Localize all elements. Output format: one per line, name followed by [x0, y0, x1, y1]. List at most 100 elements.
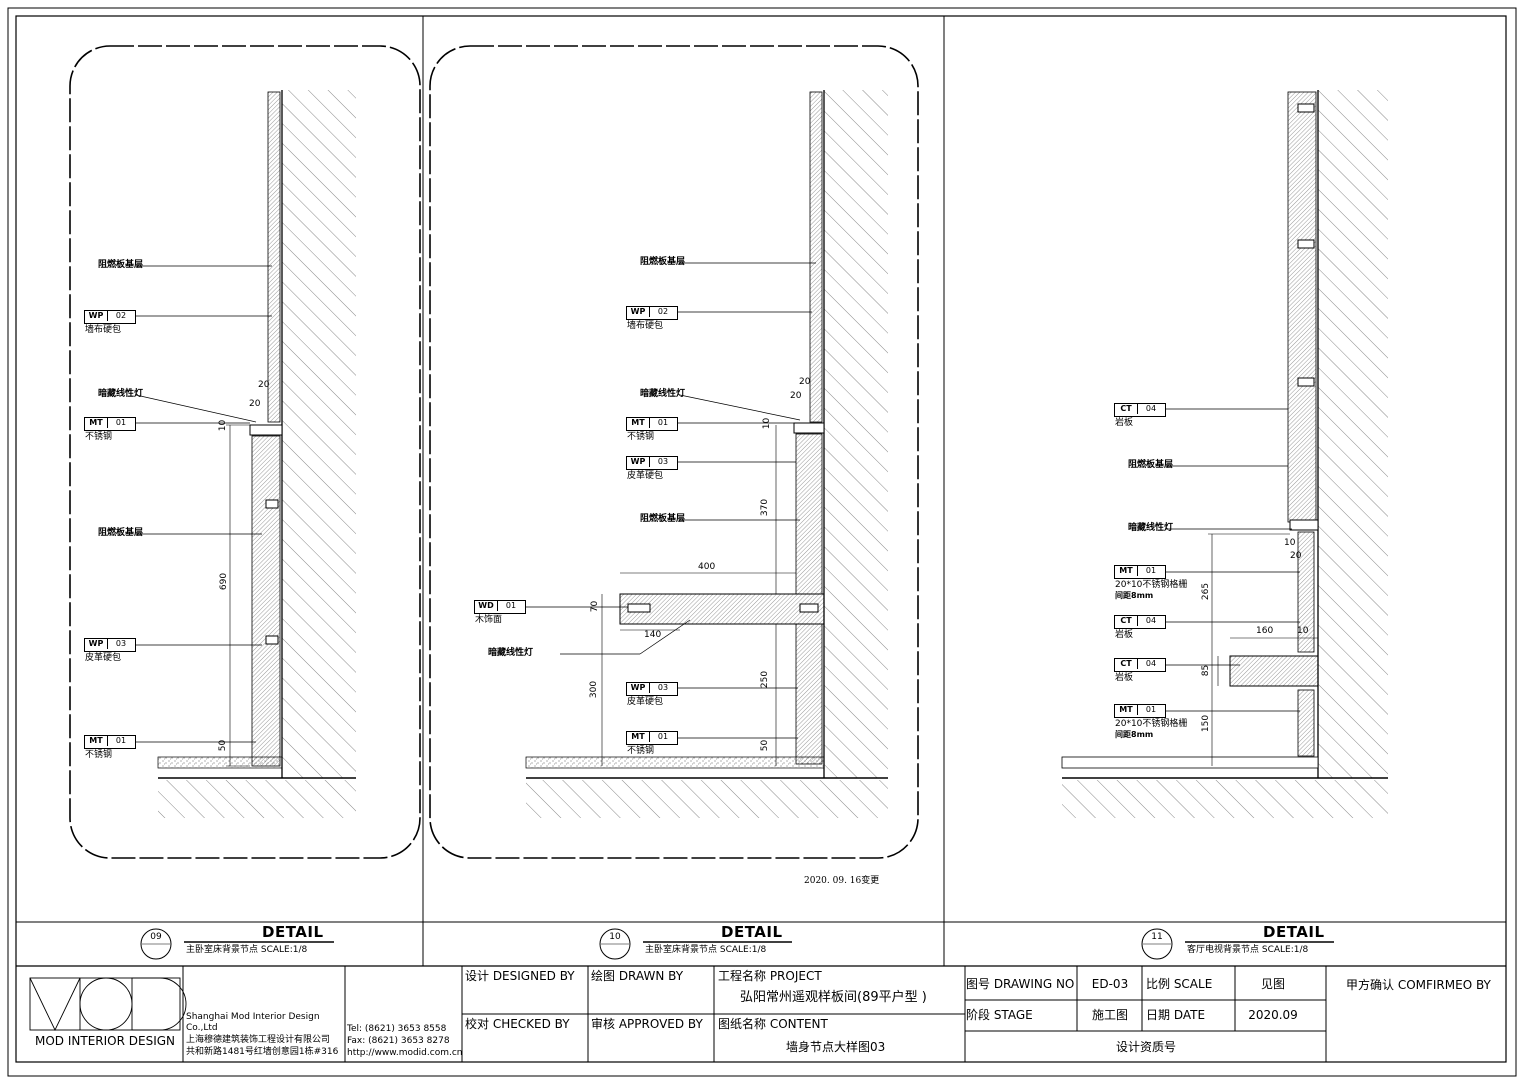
content-name: 墙身节点大样图03 [786, 1040, 886, 1054]
stage-label: 阶段 STAGE [966, 1008, 1033, 1022]
d09-desc-6: 不锈钢 [85, 750, 113, 760]
tag-code: MT [1115, 566, 1138, 576]
detail-11-drawing [1061, 90, 1388, 818]
tag-num: 02 [657, 307, 669, 316]
stage-value: 施工图 [1091, 1008, 1128, 1022]
d10-dim-9: 50 [760, 739, 771, 752]
d09-dim-2: 10 [218, 419, 229, 432]
tag-code: CT [1115, 659, 1138, 669]
d09-dim-0: 20 [258, 380, 270, 390]
d10-tag-9: MT 01 [626, 731, 678, 745]
tag-num: 01 [657, 732, 669, 741]
d09-label-2: 暗藏线性灯 [98, 389, 144, 399]
d10-dim-1: 20 [790, 391, 802, 401]
tag-code: WP [85, 639, 108, 649]
company-fax: Fax: (8621) 3653 8278 [347, 1036, 450, 1046]
d10-dim-4: 400 [698, 562, 716, 572]
tag-code: MT [85, 418, 108, 428]
d10-tag-8: WP 03 [626, 682, 678, 696]
tag-num: 02 [115, 311, 127, 320]
detail-10-drawing [525, 90, 888, 818]
d10-desc-9: 不锈钢 [627, 746, 655, 756]
client-confirm-label: 甲方确认 COMFIRMEO BY [1346, 978, 1491, 992]
d09-dim-3: 690 [219, 572, 230, 591]
company-tel: Tel: (8621) 3653 8558 [347, 1024, 447, 1034]
title-text: 主卧室床背景节点 [645, 945, 718, 955]
designed-by-label: 设计 DESIGNED BY [465, 969, 575, 983]
tag-code: MT [627, 732, 650, 742]
d09-tag-5: WP 03 [84, 638, 136, 652]
d11-label-1: 阻燃板基层 [1128, 460, 1174, 470]
d10-label-2: 暗藏线性灯 [640, 389, 686, 399]
d11-dim-0: 10 [1284, 538, 1296, 548]
d09-label-0: 阻燃板基层 [98, 260, 144, 270]
company-cn: 上海穆德建筑装饰工程设计有限公司 [186, 1035, 331, 1045]
tag-code: CT [1115, 616, 1138, 626]
scale-text: SCALE:1/8 [719, 945, 767, 955]
d09-dim-1: 20 [249, 399, 261, 409]
title-text: 主卧室床背景节点 [186, 945, 259, 955]
d11-dim-5: 85 [1201, 664, 1212, 677]
tag-code: MT [627, 418, 650, 428]
d10-dim-0: 20 [799, 377, 811, 387]
d10-dim-6: 140 [644, 630, 662, 640]
tag-code: WP [627, 683, 650, 693]
mod-logo [29, 977, 187, 1032]
d10-dim-8: 250 [760, 670, 771, 689]
detail-09-drawing [135, 90, 356, 818]
tag-num: 04 [1145, 659, 1157, 668]
d09-desc-1: 墙布硬包 [85, 325, 122, 335]
company-en-2: Co.,Ltd [186, 1023, 218, 1033]
detail-10-heading: DETAIL [721, 923, 783, 941]
d11-dim-3: 160 [1256, 626, 1274, 636]
d11-desc-6: 20*10不锈钢格栅 [1115, 719, 1188, 729]
d11-label-2: 暗藏线性灯 [1128, 523, 1174, 533]
d09-desc-3: 不锈钢 [85, 432, 113, 442]
d10-dim-3: 370 [760, 498, 771, 517]
detail-11-heading: DETAIL [1263, 923, 1325, 941]
tag-num: 04 [1145, 616, 1157, 625]
d10-dim-2: 10 [762, 417, 773, 430]
tag-num: 04 [1145, 404, 1157, 413]
d11-tag-3: MT 01 [1114, 565, 1166, 579]
d09-dim-4: 50 [218, 739, 229, 752]
company-web: http://www.modid.com.cn [347, 1048, 463, 1058]
d11-desc-5: 岩板 [1115, 673, 1134, 683]
d11-dim-4: 10 [1297, 626, 1309, 636]
drawing-no-label: 图号 DRAWING NO [966, 977, 1075, 991]
detail-10-number: 10 [609, 932, 621, 942]
tag-num: 01 [115, 736, 127, 745]
title-text: 客厅电视背景节点 [1187, 945, 1260, 955]
tag-num: 03 [115, 639, 127, 648]
d09-label-4: 阻燃板基层 [98, 528, 144, 538]
tag-num: 03 [657, 457, 669, 466]
d11-dim-6: 150 [1201, 714, 1212, 733]
d10-desc-1: 墙布硬包 [627, 321, 664, 331]
d11-tag-5: CT 04 [1114, 658, 1166, 672]
drawn-by-label: 绘图 DRAWN BY [591, 969, 684, 983]
project-name: 弘阳常州遥观样板间(89平户型 ) [740, 990, 927, 1005]
tag-num: 03 [657, 683, 669, 692]
checked-by-label: 校对 CHECKED BY [465, 1017, 570, 1031]
d10-desc-4: 皮革硬包 [627, 471, 664, 481]
scale-value: 见图 [1260, 977, 1285, 991]
logo-caption: MOD INTERIOR DESIGN [35, 1034, 176, 1048]
detail-09-title: 主卧室床背景节点 SCALE:1/8 [186, 945, 307, 956]
scale-text: SCALE:1/8 [1261, 945, 1309, 955]
project-label: 工程名称 PROJECT [718, 969, 822, 983]
tag-code: WP [627, 457, 650, 467]
drawing-no-value: ED-03 [1091, 977, 1129, 991]
d11-desc-3: 20*10不锈钢格栅 [1115, 580, 1188, 590]
detail-09-heading: DETAIL [262, 923, 324, 941]
d11-desc-4: 岩板 [1115, 630, 1134, 640]
tag-num: 01 [1145, 566, 1157, 575]
scale-text: SCALE:1/8 [260, 945, 308, 955]
d10-desc-3: 不锈钢 [627, 432, 655, 442]
